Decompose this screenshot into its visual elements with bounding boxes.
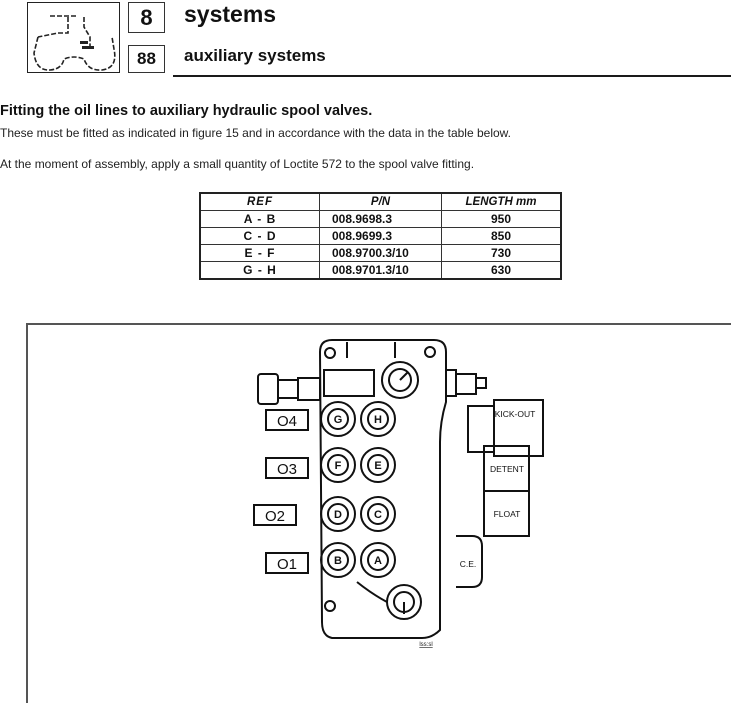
section-heading: Fitting the oil lines to auxiliary hydra… [0, 103, 373, 119]
cell-part-number: 008.9699.3 [319, 227, 442, 245]
paragraph-loctite-note: At the moment of assembly, apply a small… [0, 157, 475, 171]
side-label-ce: C.E. [460, 559, 477, 569]
cell-length: 950 [441, 210, 562, 228]
header-ref: REF [199, 192, 320, 211]
section-number-box: 88 [128, 45, 165, 73]
port-label-b: B [334, 555, 342, 567]
cell-ref: E - F [199, 244, 320, 262]
section-number: 88 [137, 49, 156, 68]
section-title: auxiliary systems [184, 46, 326, 65]
oil-lines-table: REF P/N LENGTH mm A - B 008.9698.3 950 C… [199, 192, 562, 280]
header-divider [173, 75, 731, 77]
section-label-o1: O1 [277, 556, 297, 573]
chapter-number-box: 8 [128, 2, 165, 33]
cell-part-number: 008.9700.3/10 [319, 244, 442, 262]
cell-length: 850 [441, 227, 562, 245]
section-label-o3: O3 [277, 461, 297, 478]
cell-length: 630 [441, 261, 562, 280]
table-header-row: REF P/N LENGTH mm [199, 192, 562, 211]
cell-ref: G - H [199, 261, 320, 280]
port-label-a: A [374, 555, 382, 567]
cell-length: 730 [441, 244, 562, 262]
table-row: C - D 008.9699.3 850 [199, 227, 562, 245]
paragraph-fitting-instructions: These must be fitted as indicated in fig… [0, 126, 511, 140]
side-label-detent: DETENT [490, 464, 524, 474]
cell-ref: C - D [199, 227, 320, 245]
tractor-logo [27, 2, 120, 73]
spool-valve-diagram: G H F E D C B A O4 O3 O2 O1 KICK-OUT DET… [253, 339, 544, 648]
tractor-outline-icon [33, 15, 116, 71]
port-label-d: D [334, 509, 342, 521]
table-row: E - F 008.9700.3/10 730 [199, 244, 562, 262]
header-part-number: P/N [319, 192, 442, 211]
port-label-g: G [334, 414, 343, 426]
port-label-h: H [374, 414, 382, 426]
cell-part-number: 008.9698.3 [319, 210, 442, 228]
port-label-f: F [335, 460, 342, 472]
port-label-e: E [374, 460, 381, 472]
figure-code: lss:sl [419, 642, 432, 648]
section-label-o2: O2 [265, 508, 285, 525]
chapter-title: systems [184, 1, 277, 27]
cell-ref: A - B [199, 210, 320, 228]
figure-frame: G H F E D C B A O4 O3 O2 O1 KICK-OUT DET… [26, 323, 731, 703]
table-row: A - B 008.9698.3 950 [199, 210, 562, 228]
section-label-o4: O4 [277, 413, 297, 430]
port-label-c: C [374, 509, 382, 521]
chapter-number: 8 [140, 4, 153, 30]
valve-body-outline [318, 339, 447, 639]
header-length: LENGTH mm [441, 192, 562, 211]
cell-part-number: 008.9701.3/10 [319, 261, 442, 280]
side-label-float: FLOAT [494, 509, 521, 519]
table-row: G - H 008.9701.3/10 630 [199, 261, 562, 280]
side-label-kickout: KICK-OUT [495, 409, 536, 419]
